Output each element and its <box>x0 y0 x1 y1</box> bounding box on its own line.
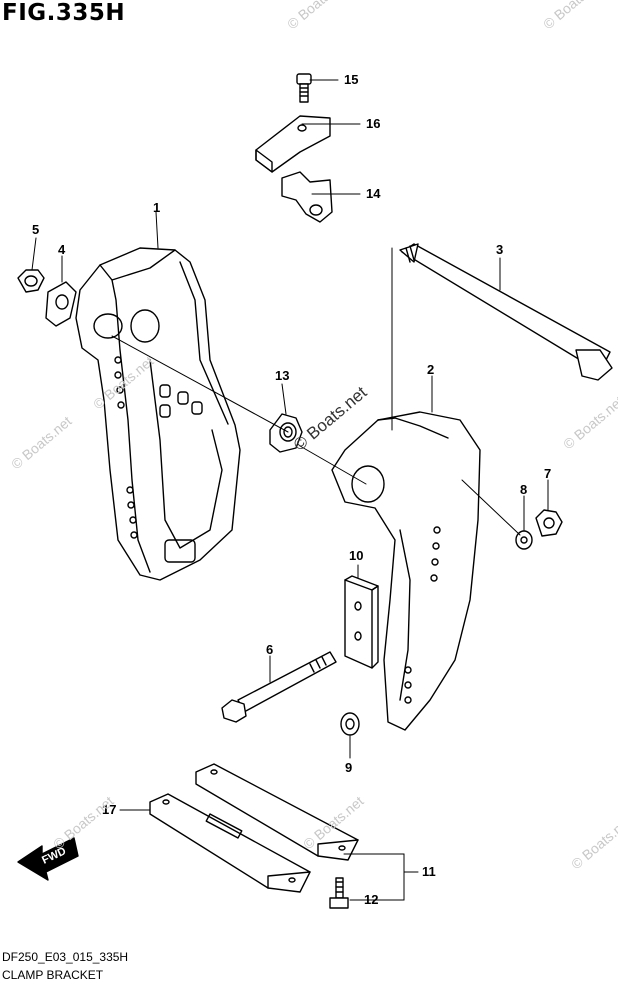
part-14-bracket[interactable] <box>281 171 333 223</box>
part-2-clamp-bracket-right[interactable] <box>331 411 481 731</box>
callout-10: 10 <box>349 548 364 563</box>
part-7-nut[interactable] <box>535 509 563 537</box>
part-5-nut[interactable] <box>17 269 45 293</box>
part-10-plate[interactable] <box>344 575 379 669</box>
callout-7: 7 <box>544 466 552 481</box>
callout-3: 3 <box>496 242 504 257</box>
callout-17: 17 <box>102 802 117 817</box>
diagram-caption: CLAMP BRACKET <box>2 968 104 982</box>
part-12-screw[interactable] <box>329 877 349 909</box>
figure-title: FIG.335H <box>2 0 126 26</box>
part-17-pad[interactable] <box>149 793 311 893</box>
part-9-washer[interactable] <box>340 712 360 736</box>
callout-11: 11 <box>422 864 436 879</box>
leader-lines <box>31 79 549 901</box>
callout-16: 16 <box>366 116 381 131</box>
part-16-cover[interactable] <box>255 115 331 173</box>
part-11-pad[interactable] <box>195 763 359 861</box>
part-3-tilt-tube[interactable] <box>399 243 613 381</box>
callout-8: 8 <box>520 482 528 497</box>
callout-13: 13 <box>275 368 290 383</box>
diagram-code: DF250_E03_015_335H <box>2 950 129 964</box>
callout-4: 4 <box>58 242 66 257</box>
part-4-gasket[interactable] <box>45 281 77 327</box>
callout-2: 2 <box>427 362 435 377</box>
callout-15: 15 <box>344 72 359 87</box>
callout-12: 12 <box>364 892 379 907</box>
part-6-bolt[interactable] <box>221 651 337 723</box>
part-1-clamp-bracket-left[interactable] <box>75 247 241 581</box>
callout-6: 6 <box>266 642 274 657</box>
callout-1: 1 <box>153 200 161 215</box>
callout-14: 14 <box>366 186 381 201</box>
part-15-bolt[interactable] <box>296 73 312 103</box>
part-13-grease-nipple[interactable] <box>269 413 303 453</box>
callout-9: 9 <box>345 760 353 775</box>
callout-5: 5 <box>32 222 40 237</box>
